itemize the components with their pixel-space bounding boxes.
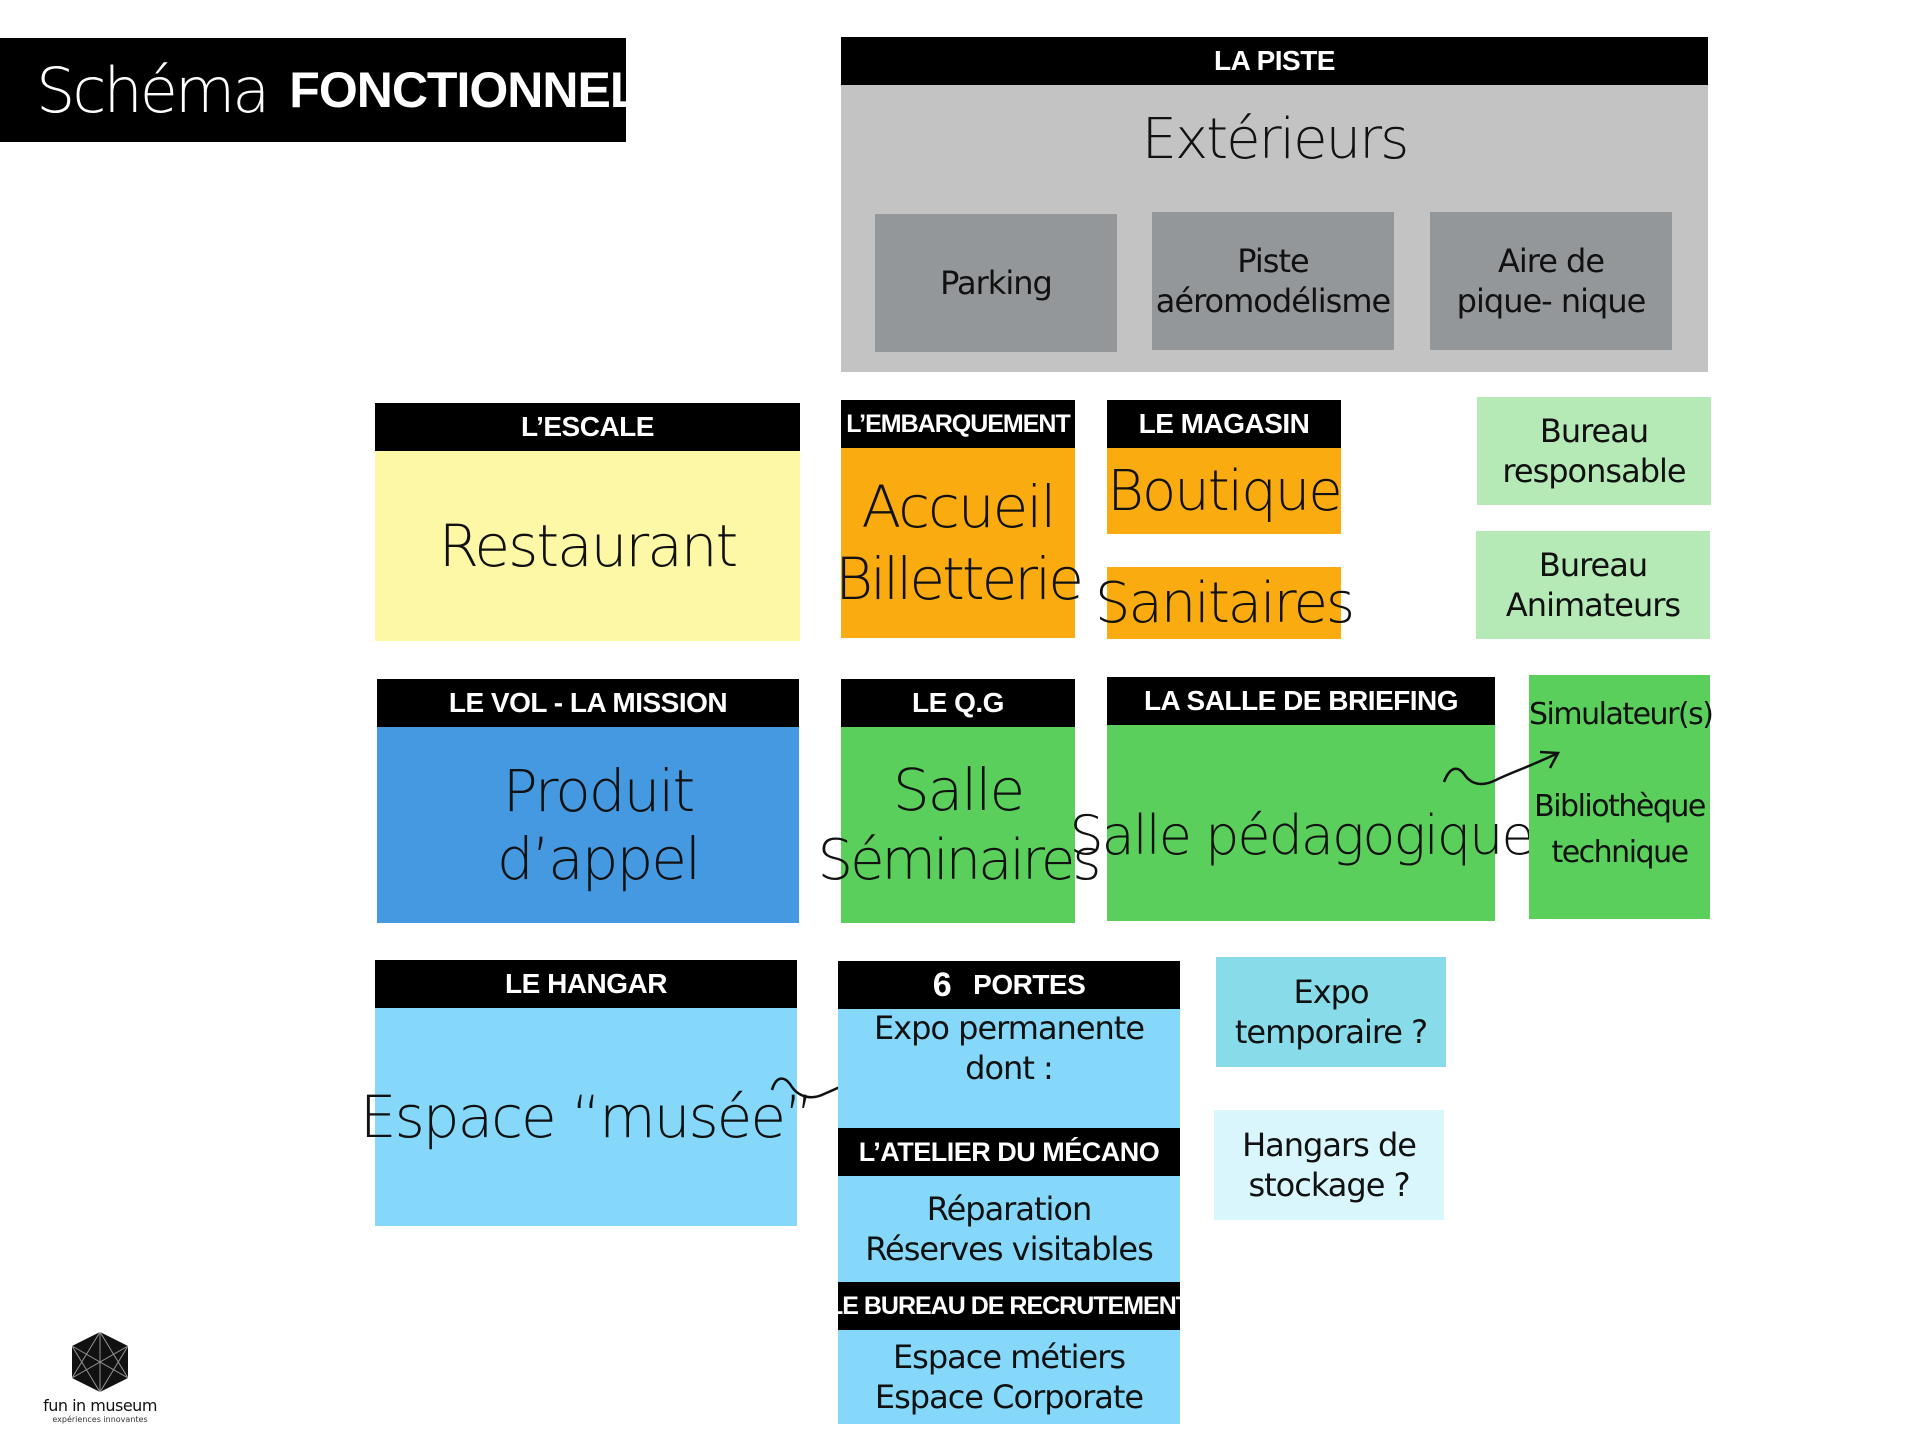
recrutement-block: Espace métiers Espace Corporate: [838, 1330, 1180, 1424]
pique-nique-line2: pique- nique: [1456, 282, 1647, 320]
briefing-header: LA SALLE DE BRIEFING: [1107, 677, 1495, 725]
logo-tagline: expériences innovantes: [52, 1415, 148, 1424]
bibliotheque-label: Bibliothèque: [1534, 789, 1706, 824]
billetterie-label: Billetterie: [835, 545, 1084, 613]
portes-word: PORTES: [973, 969, 1086, 1000]
escale-header: L’ESCALE: [375, 403, 800, 451]
portes-header: 6 PORTES: [838, 961, 1180, 1009]
expo-temporaire-line2: temporaire ?: [1234, 1013, 1428, 1051]
expo-permanente-line2: dont :: [965, 1049, 1054, 1087]
parking-label: Parking: [940, 264, 1053, 302]
boutique-label: Boutique: [1107, 458, 1342, 524]
atelier-block: Réparation Réserves visitables: [838, 1176, 1180, 1282]
briefing-body: Salle pédagogique: [1069, 725, 1534, 921]
magasin-card: LE MAGASIN Boutique: [1107, 400, 1343, 534]
aeromodelisme-line2: aéromodélisme: [1155, 282, 1391, 320]
espace-corporate-label: Espace Corporate: [874, 1378, 1144, 1416]
bureau-animateurs-line1: Bureau: [1538, 546, 1648, 584]
salle-label: Salle: [892, 755, 1025, 824]
bureau-responsable-box: Bureau responsable: [1477, 397, 1711, 505]
vol-mission-body: Produit d’appel: [377, 727, 799, 923]
espace-metiers-label: Espace métiers: [892, 1338, 1126, 1376]
logo-icon: [71, 1331, 129, 1393]
arrow-briefing-to-simulateurs: [1442, 750, 1561, 786]
hangar-card: LE HANGAR Espace “musée”: [360, 960, 814, 1226]
pique-nique-box: Aire de pique- nique: [1430, 212, 1672, 350]
simulateurs-box: Simulateur(s) Bibliothèque technique: [1529, 675, 1714, 919]
simulateurs-label: Simulateur(s): [1529, 697, 1714, 732]
aeromodelisme-line1: Piste: [1237, 242, 1309, 280]
hangars-stockage-box: Hangars de stockage ?: [1214, 1110, 1444, 1220]
espace-musee-label: Espace “musée”: [359, 1083, 814, 1151]
bureau-responsable-line1: Bureau: [1539, 412, 1649, 450]
portes-card: 6 PORTES Expo permanente dont : L’ATELIE…: [838, 961, 1180, 1424]
sanitaires-label: Sanitaires: [1094, 570, 1355, 636]
logo-name: fun in museum: [43, 1396, 157, 1415]
title-script: Schéma: [36, 53, 270, 127]
atelier-header: L’ATELIER DU MÉCANO: [838, 1128, 1180, 1176]
expo-temporaire-line1: Expo: [1293, 973, 1369, 1011]
expo-temporaire-box: Expo temporaire ?: [1216, 957, 1446, 1067]
recrutement-header: LE BUREAU DE RECRUTEMENT: [838, 1282, 1180, 1330]
embarquement-header: L’EMBARQUEMENT: [841, 400, 1075, 448]
bureau-animateurs-line2: Animateurs: [1505, 586, 1681, 624]
technique-label: technique: [1551, 835, 1689, 870]
aeromodelisme-box: Piste aéromodélisme: [1152, 212, 1394, 350]
expo-permanente-line1: Expo permanente: [873, 1009, 1145, 1047]
logo: fun in museum expériences innovantes: [30, 1330, 170, 1430]
piste-main-label: Extérieurs: [1141, 107, 1410, 172]
title-bold: FONCTIONNEL: [289, 62, 640, 118]
hangars-stockage-line2: stockage ?: [1248, 1166, 1410, 1204]
accueil-label: Accueil: [861, 472, 1056, 541]
escale-label: Restaurant: [438, 512, 739, 580]
piste-header: LA PISTE: [841, 37, 1708, 85]
piste-panel: LA PISTE Extérieurs Parking Piste aéromo…: [841, 37, 1708, 372]
magasin-body: Boutique: [1107, 448, 1342, 534]
embarquement-body: Accueil Billetterie: [835, 448, 1084, 638]
produit-appel-label: Produit d’appel: [496, 757, 701, 893]
escale-card: L’ESCALE Restaurant: [375, 403, 800, 641]
escale-body: Restaurant: [375, 451, 800, 641]
magasin-header: LE MAGASIN: [1107, 400, 1341, 448]
title-banner: Schéma FONCTIONNEL: [0, 38, 640, 142]
salle-pedagogique-label: Salle pédagogique: [1069, 803, 1534, 867]
hangar-header: LE HANGAR: [375, 960, 797, 1008]
hangar-body: Espace “musée”: [360, 1008, 814, 1226]
reparation-label: Réparation: [926, 1190, 1092, 1228]
bureau-animateurs-box: Bureau Animateurs: [1476, 531, 1710, 639]
vol-mission-card: LE VOL - LA MISSION Produit d’appel: [377, 679, 799, 923]
vol-mission-header: LE VOL - LA MISSION: [377, 679, 799, 727]
pique-nique-line1: Aire de: [1497, 242, 1605, 280]
expo-permanente-block: Expo permanente dont :: [838, 1009, 1180, 1087]
seminaires-label: Séminaires: [817, 828, 1102, 894]
reserves-visitables-label: Réserves visitables: [865, 1230, 1154, 1268]
bureau-responsable-line2: responsable: [1502, 452, 1686, 490]
qg-card: LE Q.G Salle Séminaires: [818, 679, 1102, 923]
embarquement-card: L’EMBARQUEMENT Accueil Billetterie: [835, 400, 1084, 638]
briefing-card: LA SALLE DE BRIEFING Salle pédagogique: [1069, 677, 1535, 921]
sanitaires-box: Sanitaires: [1095, 567, 1355, 639]
qg-header: LE Q.G: [841, 679, 1075, 727]
parking-box: Parking: [875, 214, 1117, 352]
portes-number: 6: [932, 965, 952, 1004]
qg-body: Salle Séminaires: [818, 727, 1102, 923]
hangars-stockage-line1: Hangars de: [1242, 1126, 1417, 1164]
